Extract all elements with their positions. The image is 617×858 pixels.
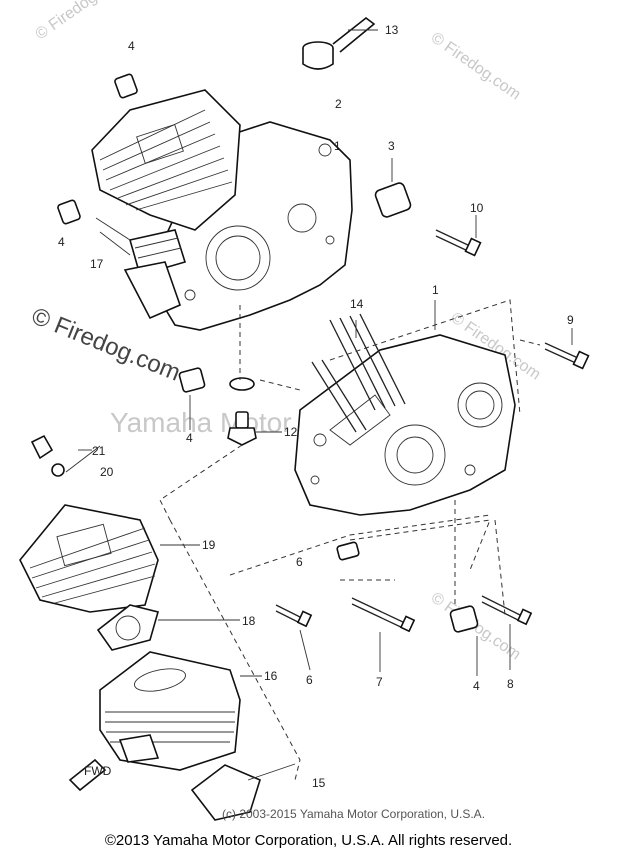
callout-20: 20 <box>100 465 114 479</box>
callout-14: 14 <box>350 297 364 311</box>
collar-4-mid <box>178 367 206 393</box>
callout-4d: 4 <box>473 679 480 693</box>
callout-13: 13 <box>385 23 399 37</box>
callout-4a: 4 <box>128 39 135 53</box>
watermark-top-right: © Firedog.com <box>428 29 524 103</box>
callout-16: 16 <box>264 669 278 683</box>
callout-4c: 4 <box>186 431 193 445</box>
callout-9: 9 <box>567 313 574 327</box>
callout-3: 3 <box>388 139 395 153</box>
bolt-8 <box>481 595 533 626</box>
fwd-arrow: FWD <box>68 758 112 792</box>
bolt-10 <box>435 229 482 257</box>
collar-4-bottom <box>449 605 479 633</box>
cylinder-head-19 <box>19 504 159 613</box>
washer-20 <box>51 463 65 477</box>
callout-8: 8 <box>507 677 514 691</box>
watermark-side: © Firedog.com <box>28 303 184 387</box>
svg-text:FWD: FWD <box>84 764 112 778</box>
callout-labels: 4 13 2 1 3 10 4 17 14 1 9 4 12 21 20 19 … <box>58 23 574 790</box>
callout-21: 21 <box>92 444 106 458</box>
callout-7: 7 <box>376 675 383 689</box>
small-copyright: (c) 2003-2015 Yamaha Motor Corporation, … <box>222 807 485 821</box>
callout-2: 2 <box>335 97 342 111</box>
assembly-lines <box>159 299 541 781</box>
bolt-12 <box>227 377 257 446</box>
plug-21 <box>30 434 54 460</box>
dowel-5 <box>336 541 360 561</box>
bolt-7 <box>351 597 416 633</box>
callout-1a: 1 <box>334 139 341 153</box>
bolt-6 <box>275 604 313 628</box>
upper-crankcase-assembly <box>91 89 353 331</box>
collar-3 <box>374 182 412 218</box>
callout-6b: 6 <box>306 673 313 687</box>
watermark-top-left: © Firedog.com <box>33 0 129 43</box>
part-13-cap <box>302 16 376 70</box>
callout-4b: 4 <box>58 235 65 249</box>
cylinder-16 <box>99 651 241 771</box>
callout-17: 17 <box>90 257 104 271</box>
collar-4-top <box>114 73 138 99</box>
callout-15: 15 <box>312 776 326 790</box>
callout-1b: 1 <box>432 283 439 297</box>
callout-12: 12 <box>284 425 298 439</box>
callout-6a: 6 <box>296 555 303 569</box>
callout-18: 18 <box>242 614 256 628</box>
gasket-15 <box>190 764 261 821</box>
callout-10: 10 <box>470 201 484 215</box>
collar-4-left <box>57 199 81 225</box>
callout-19: 19 <box>202 538 216 552</box>
gasket-18 <box>96 604 159 651</box>
bolt-9 <box>544 342 590 370</box>
leader-lines <box>65 29 573 781</box>
lower-crankcase <box>294 313 516 516</box>
copyright-footer: ©2013 Yamaha Motor Corporation, U.S.A. A… <box>104 832 513 849</box>
